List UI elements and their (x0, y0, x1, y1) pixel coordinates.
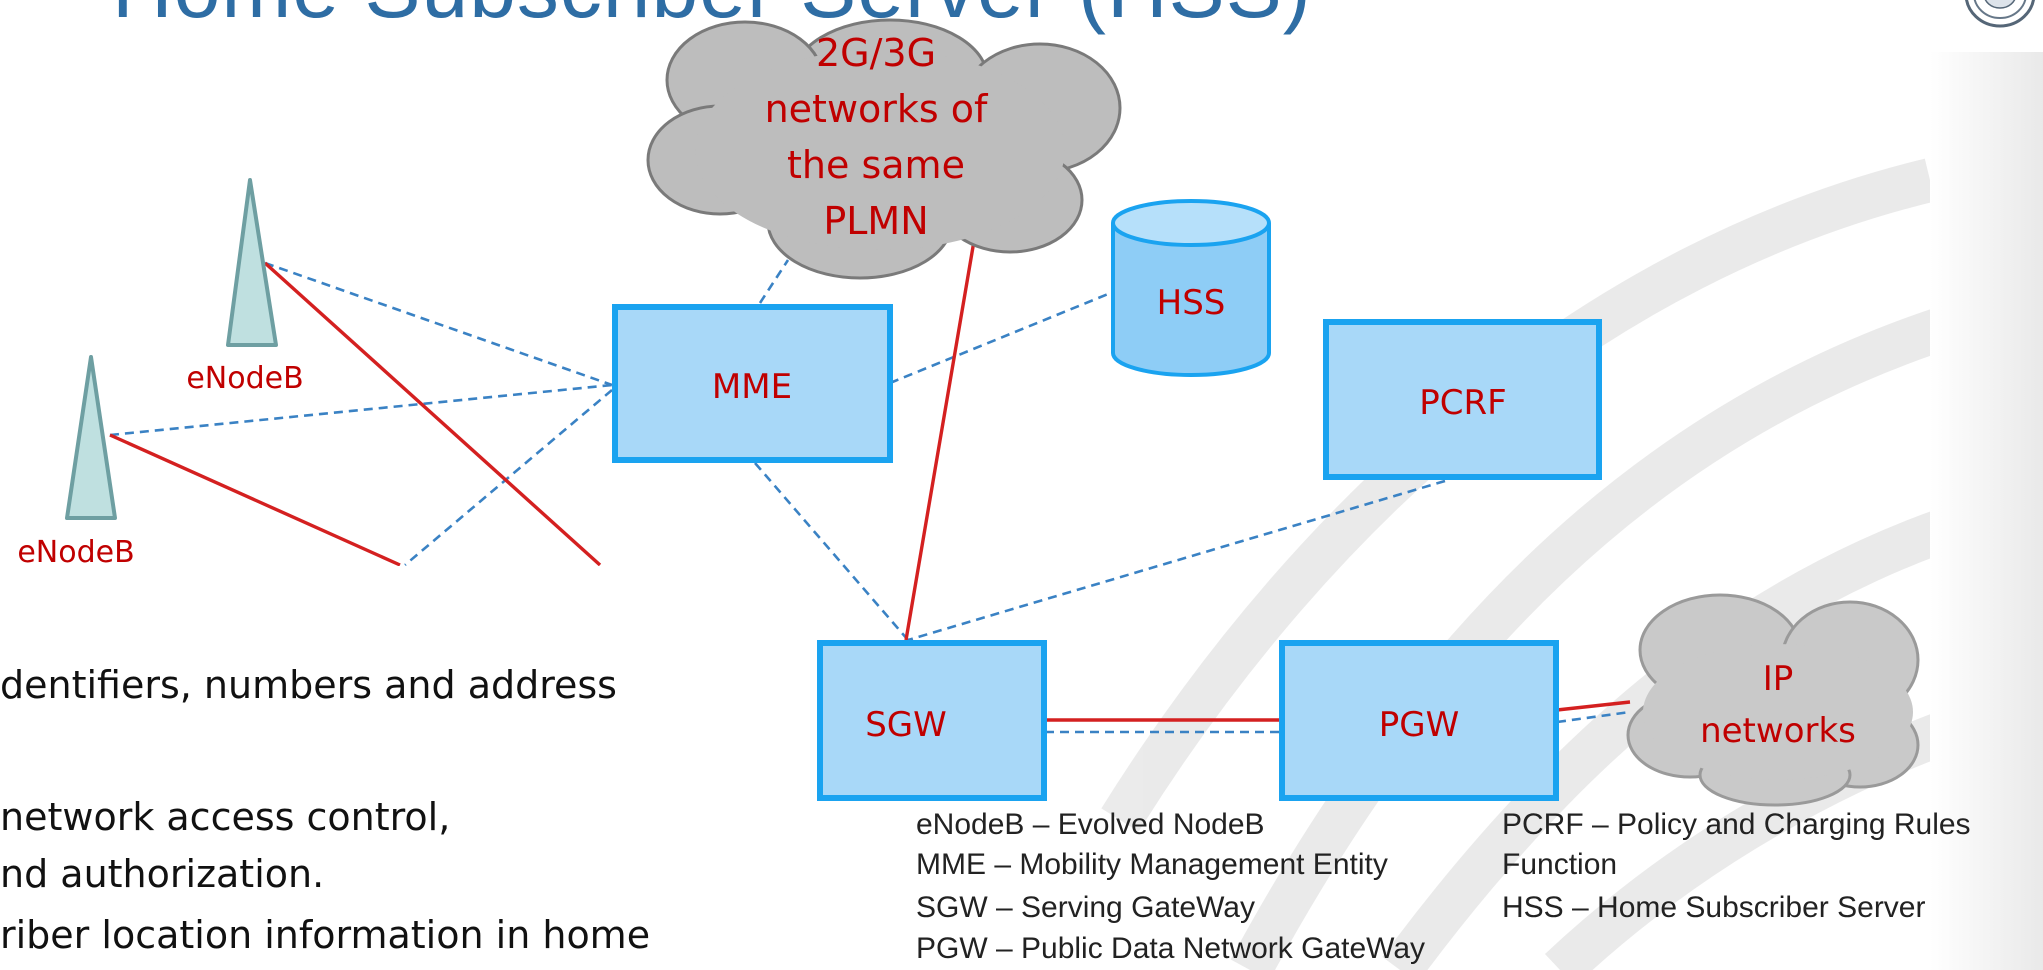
university-seal-icon (1965, 0, 2035, 28)
text-area-backdrop (0, 566, 790, 970)
bullet-line-4: riber location information in home (0, 913, 651, 957)
cloud-2g3g-line3: the same (787, 143, 965, 187)
link-mme-hss (889, 290, 1114, 385)
antenna-tower-icon (65, 355, 117, 520)
legend-left-1: eNodeB – Evolved NodeB (916, 808, 1265, 841)
pcrf-box: PCRF (1323, 319, 1602, 480)
mme-label: MME (712, 367, 792, 407)
pgw-box: PGW (1279, 640, 1559, 801)
bullet-line-2: network access control, (0, 795, 451, 839)
right-margin-panel (1930, 52, 2043, 970)
antenna-tower-icon (226, 178, 278, 347)
enodeb-upper: eNodeB (186, 178, 304, 396)
enodeb-lower-label: eNodeB (17, 535, 134, 570)
link-pcrf-sgw (907, 479, 1446, 642)
link-enodeb1-mme (264, 261, 613, 387)
enodeb-upper-label: eNodeB (186, 361, 303, 396)
pcrf-label: PCRF (1419, 383, 1506, 423)
link-enodeb2-mme (109, 383, 613, 437)
link-s1-fragment (404, 389, 613, 566)
enodeb-lower: eNodeB (17, 355, 135, 570)
sgw-label: SGW (865, 705, 947, 745)
cloud-2g3g: 2G/3G networks of the same PLMN (646, 18, 1122, 280)
cloud-ip: IP networks (1626, 593, 1920, 807)
cloud-ip-line1: IP (1763, 659, 1794, 699)
bearer-links (109, 234, 1631, 722)
hss-database: HSS (1111, 199, 1271, 377)
link-enodeb2-sgw (109, 433, 401, 567)
cloud-2g3g-line2: networks of (765, 87, 989, 131)
legend-left-2: MME – Mobility Management Entity (916, 848, 1388, 881)
hss-label: HSS (1157, 283, 1226, 323)
link-mme-cloud (758, 259, 790, 304)
legend-right-2: Function (1502, 848, 1618, 881)
pgw-label: PGW (1379, 705, 1459, 745)
link-enodeb1-sgw (263, 261, 602, 567)
slide-title: – Home Subscriber Server (HSS) (0, 0, 1940, 36)
link-pgw-ip-bearer (1556, 700, 1631, 712)
legend-left-4: PGW – Public Data Network GateWay (916, 932, 1426, 965)
bullet-line-3: nd authorization. (0, 852, 325, 896)
signalling-links (109, 259, 1631, 734)
sgw-box: SGW (817, 640, 1047, 801)
link-mme-sgw (754, 462, 909, 641)
legend-right-3: HSS – Home Subscriber Server (1502, 891, 1926, 924)
legend-left-3: SGW – Serving GateWay (916, 891, 1255, 924)
link-cloud-sgw (904, 234, 977, 641)
cloud-ip-line2: networks (1700, 711, 1856, 751)
bullet-line-1: dentifiers, numbers and address (0, 663, 617, 707)
cloud-2g3g-line1: 2G/3G (816, 31, 936, 75)
link-pgw-ip (1556, 710, 1631, 724)
cloud-2g3g-line4: PLMN (823, 199, 928, 243)
mme-box: MME (612, 304, 893, 463)
legend-right-1: PCRF – Policy and Charging Rules (1502, 808, 1971, 841)
